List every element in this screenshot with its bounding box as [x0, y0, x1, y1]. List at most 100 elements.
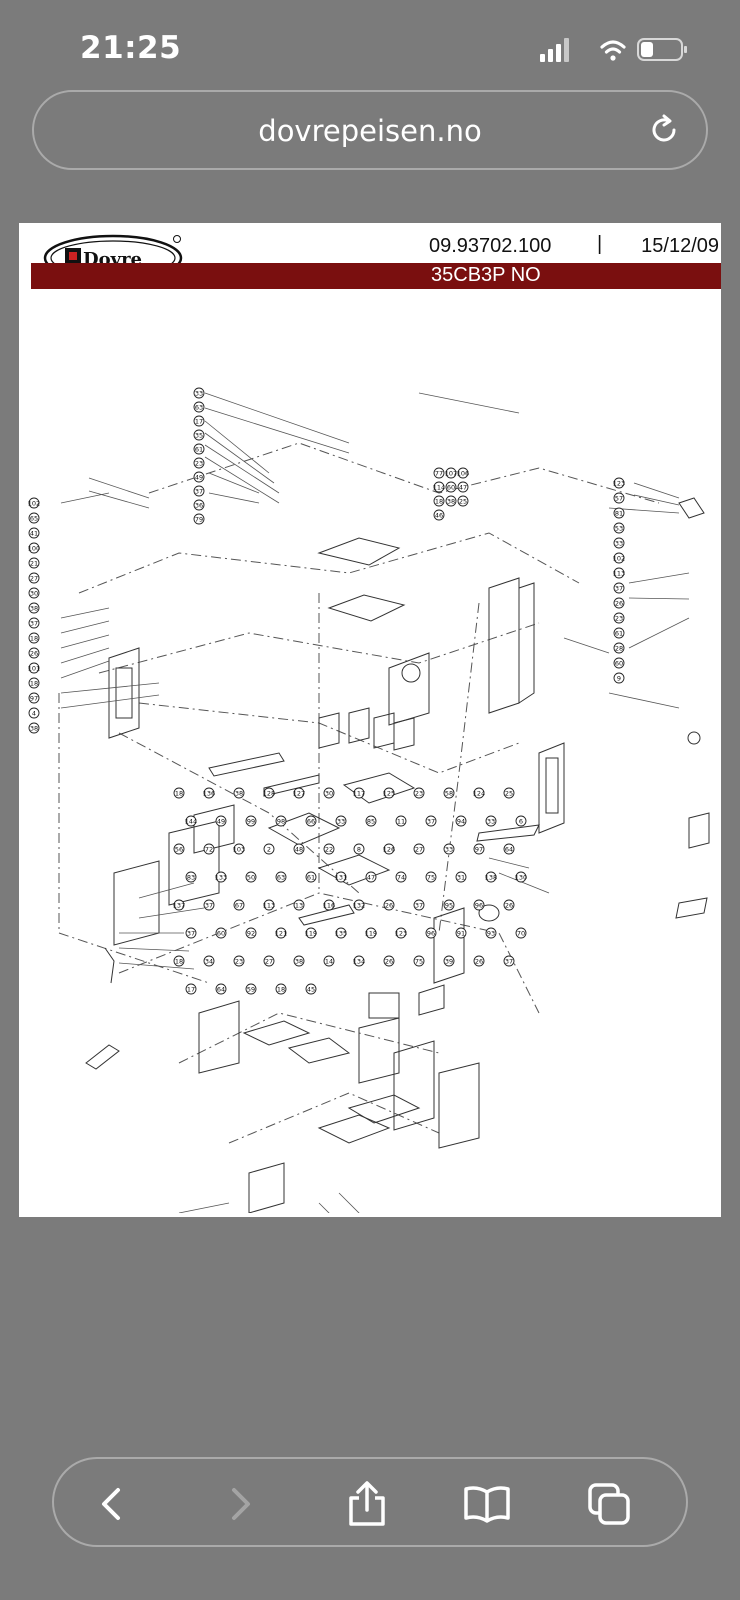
part-number: 38 [447, 497, 455, 505]
part-callout [443, 899, 455, 911]
part-number: 37 [505, 957, 513, 965]
part-callout [457, 495, 469, 507]
part-callout [323, 955, 335, 967]
reload-button[interactable] [646, 112, 682, 153]
part-callout [203, 787, 215, 799]
part-number: 102 [613, 554, 625, 562]
part-callout [215, 871, 227, 883]
part-number: 17 [187, 985, 195, 993]
part-callout [293, 843, 305, 855]
part-number: 23 [235, 957, 243, 965]
part-number: 124 [473, 789, 485, 797]
part-callout [353, 787, 365, 799]
part-number: 135 [335, 929, 347, 937]
part-number: 37 [30, 619, 38, 627]
part-callout [305, 983, 317, 995]
web-page-content[interactable]: Dovre 09.93702.100 | 15/12/09 35CB3P NO [19, 223, 721, 1217]
part-number: 72 [205, 845, 213, 853]
part-number: 70 [517, 929, 525, 937]
part-number: 57 [615, 494, 623, 502]
part-callout [503, 787, 515, 799]
part-number: 75 [415, 957, 423, 965]
part-callout [455, 871, 467, 883]
battery-icon [637, 38, 687, 61]
part-number: 30 [325, 789, 333, 797]
bookmarks-button[interactable] [459, 1477, 515, 1531]
part-number: 96 [475, 901, 483, 909]
part-callout [433, 495, 445, 507]
part-number: 66 [307, 817, 315, 825]
tabs-button[interactable] [581, 1477, 637, 1531]
part-number: 60 [217, 929, 225, 937]
part-number: 60 [615, 659, 623, 667]
part-number: 137 [173, 901, 185, 909]
part-number: 99 [247, 817, 255, 825]
part-callout [473, 843, 485, 855]
part-number: 30 [30, 589, 38, 597]
forward-button[interactable] [212, 1477, 268, 1531]
part-number: 18 [175, 957, 183, 965]
part-callout [613, 477, 625, 489]
part-callout [215, 983, 227, 995]
part-callout [383, 843, 395, 855]
part-number: 47 [367, 873, 375, 881]
back-button[interactable] [84, 1477, 140, 1531]
part-number: 33 [337, 817, 345, 825]
part-callout [305, 871, 317, 883]
part-number: 33 [487, 817, 495, 825]
part-number: 18 [30, 634, 38, 642]
part-callout [275, 983, 287, 995]
part-callout [28, 497, 40, 509]
part-callout [245, 983, 257, 995]
part-number: 6 [519, 817, 523, 825]
part-callout [305, 927, 317, 939]
part-number: 117 [353, 789, 365, 797]
part-number: 47 [459, 483, 467, 491]
part-callout [185, 871, 197, 883]
part-callout [193, 457, 205, 469]
part-number: 102 [28, 499, 40, 507]
part-number: 138 [485, 873, 497, 881]
chevron-right-icon [232, 1488, 250, 1520]
part-number: 97 [30, 694, 38, 702]
part-number: 133 [215, 873, 227, 881]
part-callout [215, 815, 227, 827]
cellular-signal-icon [540, 38, 569, 62]
part-number: 74 [397, 873, 405, 881]
exploded-parts-diagram: 1026541100212730383718261011897438336317… [28, 387, 710, 1213]
share-button[interactable] [339, 1477, 395, 1531]
address-bar[interactable]: dovrepeisen.no [32, 90, 708, 170]
part-number: 93 [487, 929, 495, 937]
part-callout [335, 871, 347, 883]
part-callout [485, 927, 497, 939]
part-number: 83 [187, 873, 195, 881]
part-number: 45 [307, 985, 315, 993]
part-callout [173, 899, 185, 911]
document-header: Dovre 09.93702.100 | 15/12/09 35CB3P NO [19, 223, 721, 293]
part-callout [613, 582, 625, 594]
part-callout [425, 927, 437, 939]
part-number: 56 [175, 845, 183, 853]
wifi-icon [600, 40, 626, 61]
tabs-icon [588, 1483, 630, 1525]
part-callout [443, 955, 455, 967]
part-callout [263, 787, 275, 799]
part-callout [353, 955, 365, 967]
part-callout [457, 467, 469, 479]
part-callout [323, 787, 335, 799]
part-number: 126 [383, 845, 395, 853]
part-callout [245, 927, 257, 939]
part-callout [473, 787, 485, 799]
part-number: 28 [615, 644, 623, 652]
part-callout [193, 401, 205, 413]
part-number: 37 [415, 901, 423, 909]
part-number: 26 [505, 901, 513, 909]
part-number: 125 [383, 789, 395, 797]
part-callout [395, 927, 407, 939]
url-text[interactable]: dovrepeisen.no [258, 114, 482, 148]
part-number: 23 [615, 614, 623, 622]
part-number: 25 [459, 497, 467, 505]
part-number: 119 [305, 929, 317, 937]
part-callout [365, 927, 377, 939]
part-callout [395, 871, 407, 883]
